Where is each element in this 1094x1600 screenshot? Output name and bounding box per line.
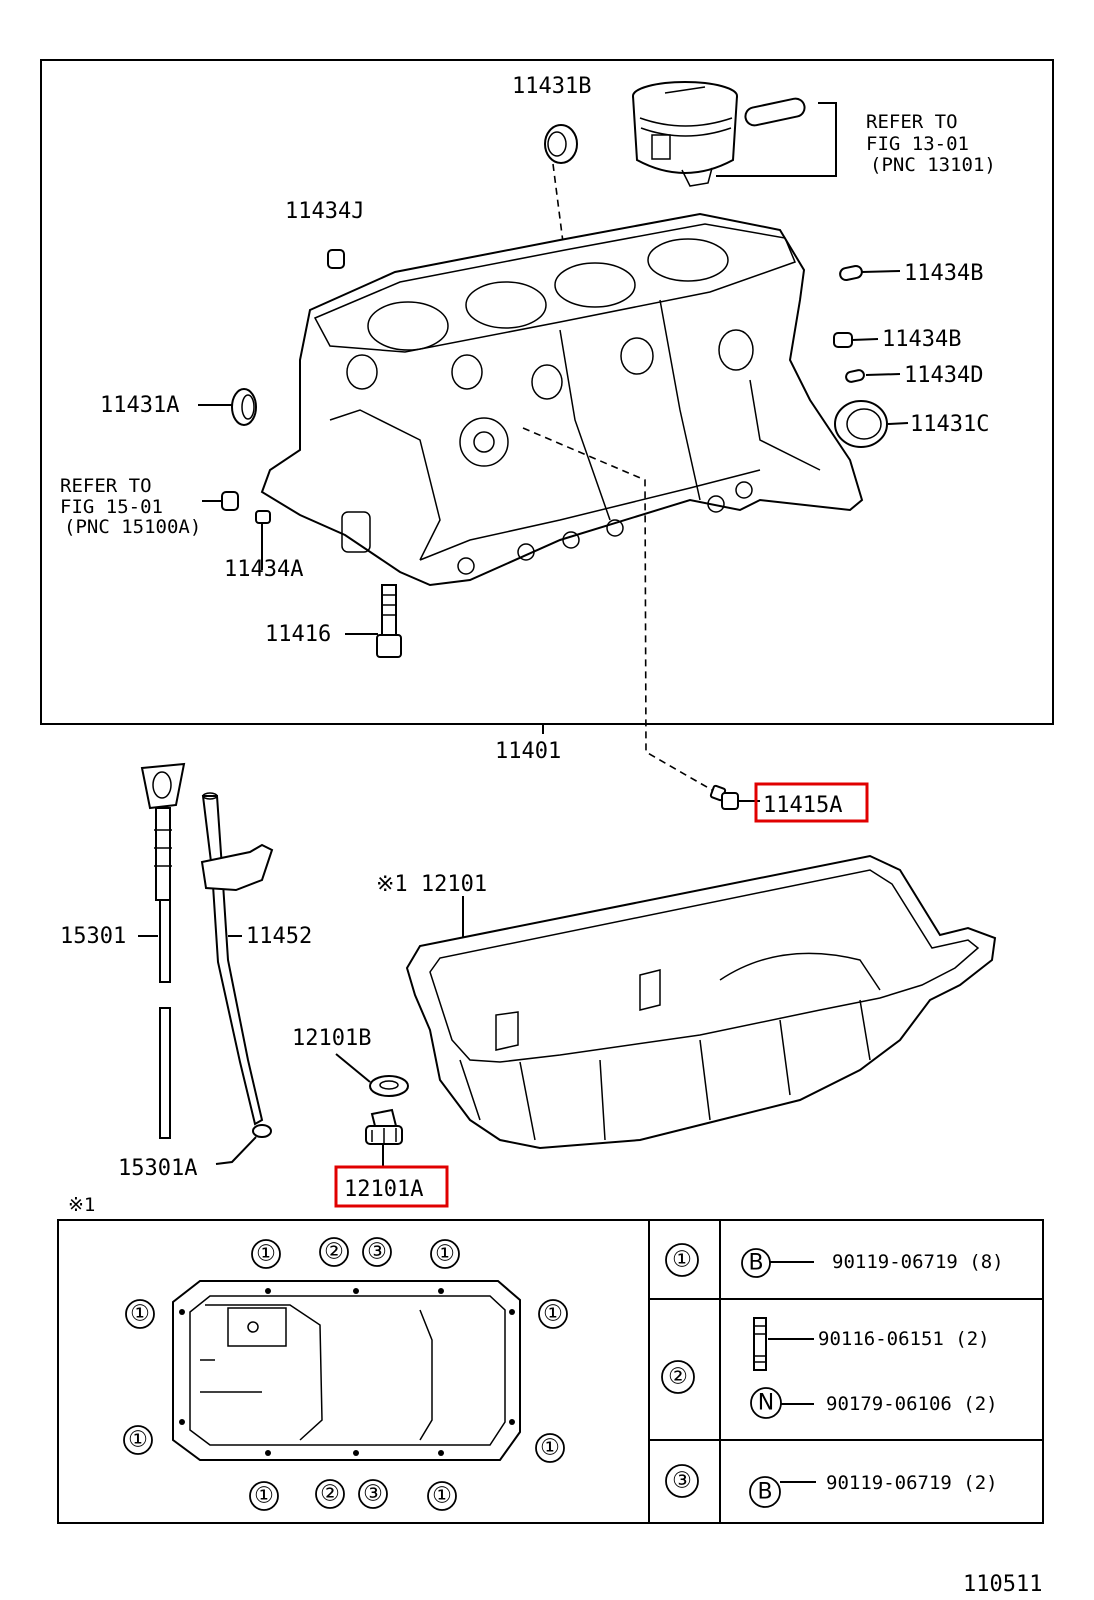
drain-plug-12101A xyxy=(365,1108,403,1145)
plug-oil-refer xyxy=(221,491,239,511)
row-3-index-circle xyxy=(665,1464,699,1498)
pin-11434B-mid xyxy=(833,332,853,348)
row-3-index: ③ xyxy=(672,1469,692,1494)
gasket-12101B xyxy=(369,1075,409,1097)
plan-left-numbers: ① ① xyxy=(123,1299,155,1455)
detail-box-marker: ※1 xyxy=(68,1194,95,1216)
leader-11415A xyxy=(522,427,713,791)
pin-11434D xyxy=(845,369,865,383)
row-2b-symbol: N xyxy=(758,1391,774,1416)
dipstick-guide-illustration xyxy=(200,792,274,1126)
row-2-index-circle xyxy=(661,1360,695,1394)
cylinder-block-illustration xyxy=(260,212,864,587)
leader-11434B-top xyxy=(861,270,901,273)
row-1-part: 90119-06719 (8) xyxy=(832,1251,1004,1273)
leader-15301A xyxy=(215,1136,257,1165)
detail-box xyxy=(57,1219,1044,1524)
label-12101B: 12101B xyxy=(292,1026,371,1051)
row-1-index-circle xyxy=(665,1243,699,1277)
plan-bottom-numbers: ① ② ③ ① xyxy=(249,1479,457,1511)
row-1-index: ① xyxy=(672,1248,692,1273)
piston-refer-note: REFER TO FIG 13-01 (PNC 13101) xyxy=(866,111,996,176)
piston-illustration xyxy=(632,81,738,187)
plan-right-numbers: ① ① xyxy=(535,1299,568,1463)
pin-11434B-top xyxy=(839,264,863,282)
label-11434A: 11434A xyxy=(224,557,303,582)
refer-to-piston-line-2: FIG 13-01 xyxy=(866,133,969,155)
label-12101A: 12101A xyxy=(344,1177,423,1202)
oil-pan-plan-view xyxy=(172,1280,521,1461)
plan-bottom-3: ③ xyxy=(363,1482,383,1507)
label-11434B-mid: 11434B xyxy=(882,327,961,352)
plan-top-4: ① xyxy=(435,1242,455,1267)
dipstick-illustration xyxy=(140,762,186,1139)
piston-pin-illustration xyxy=(744,97,806,127)
ring-15301A xyxy=(252,1124,272,1138)
pin-11434A xyxy=(255,510,271,524)
row-1-symbol: B xyxy=(748,1251,763,1276)
label-11415A: 11415A xyxy=(763,793,842,818)
label-11434B-top: 11434B xyxy=(904,261,983,286)
stud-11416 xyxy=(376,584,402,658)
row-2a-part: 90116-06151 (2) xyxy=(818,1328,990,1350)
label-11434D: 11434D xyxy=(904,363,983,388)
leader-12101B xyxy=(335,1053,371,1083)
bolt-symbol-row-3 xyxy=(749,1476,781,1508)
label-11416: 11416 xyxy=(265,622,331,647)
label-11452: 11452 xyxy=(246,924,312,949)
seal-11431A xyxy=(231,388,257,426)
highlight-12101A xyxy=(334,1165,449,1208)
plan-top-3: ③ xyxy=(367,1240,387,1265)
plan-bottom-2: ② xyxy=(320,1482,340,1507)
refer-to-oil-line-3: (PNC 15100A) xyxy=(64,516,201,538)
piston-refer-bracket xyxy=(716,102,837,177)
refer-to-piston-line-1: REFER TO xyxy=(866,111,958,133)
label-11431A: 11431A xyxy=(100,393,179,418)
refer-to-oil-line-1: REFER TO xyxy=(60,475,152,497)
leader-11434D xyxy=(865,373,901,376)
highlight-11415A xyxy=(754,782,869,823)
plug-11415A xyxy=(709,784,739,810)
row-2-index: ② xyxy=(668,1365,688,1390)
refer-to-oil-line-2: FIG 15-01 xyxy=(60,496,163,518)
row-3-symbol: B xyxy=(757,1480,772,1505)
figure-code: 110511 xyxy=(963,1572,1042,1597)
plan-top-2: ② xyxy=(324,1240,344,1265)
row-2b-part: 90179-06106 (2) xyxy=(826,1393,998,1415)
oil-pan-illustration xyxy=(405,854,997,1150)
label-11434J: 11434J xyxy=(285,199,364,224)
pin-11434J xyxy=(327,249,345,269)
seal-11431B xyxy=(544,124,578,164)
row-3-part: 90119-06719 (2) xyxy=(826,1472,998,1494)
refer-to-piston-line-3: (PNC 13101) xyxy=(870,154,996,176)
oil-refer-note: REFER TO FIG 15-01 (PNC 15100A) xyxy=(60,475,201,538)
seal-11431C xyxy=(834,400,888,448)
plan-left-1: ① xyxy=(130,1302,150,1327)
stud-bolt-icon xyxy=(753,1317,767,1371)
label-15301: 15301 xyxy=(60,924,126,949)
label-11431B: 11431B xyxy=(512,74,591,99)
plan-top-1: ① xyxy=(256,1242,276,1267)
plan-top-numbers: ① ② ③ ① xyxy=(251,1237,460,1269)
plan-bottom-1: ① xyxy=(254,1484,274,1509)
plan-right-2: ① xyxy=(540,1436,560,1461)
label-15301A: 15301A xyxy=(118,1156,197,1181)
label-12101: ※1 12101 xyxy=(376,872,487,897)
plan-bottom-4: ① xyxy=(432,1484,452,1509)
leader-11434B-mid xyxy=(851,338,879,341)
cylinder-block-frame xyxy=(40,59,1054,725)
label-11431C: 11431C xyxy=(910,412,989,437)
plan-right-1: ① xyxy=(543,1302,563,1327)
label-11401: 11401 xyxy=(495,739,561,764)
plan-left-2: ① xyxy=(128,1428,148,1453)
leader-11431C xyxy=(887,422,909,425)
